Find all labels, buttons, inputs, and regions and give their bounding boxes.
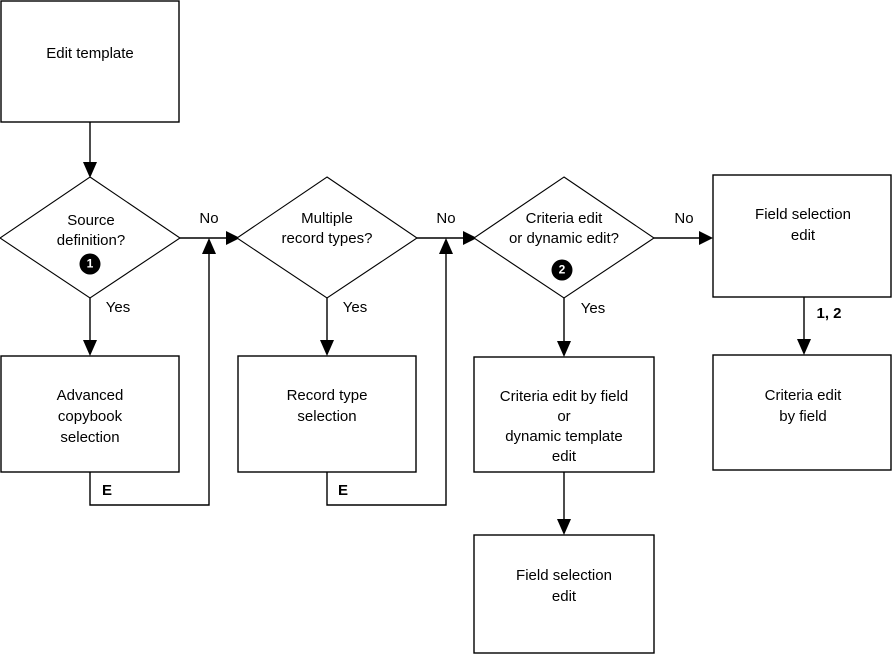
edge-label-no-3: No (674, 210, 693, 227)
marker-circle-2 (551, 259, 573, 281)
edge-label-yes-2: Yes (343, 299, 367, 316)
node-advanced-copybook-selection[interactable]: Advanced copybook selection (0, 355, 180, 473)
edge-criteria-yes-to-criteria-dynamic-box (557, 298, 571, 357)
edge-source-yes-to-advanced-copybook (83, 298, 97, 356)
node-source-definition-decision[interactable]: Source definition? 1 (0, 176, 181, 299)
node-advanced-copybook-label-line1: Advanced (57, 387, 124, 404)
edge-label-no-1: No (199, 210, 218, 227)
edge-criteria-no-to-field-selection-right (654, 231, 713, 245)
node-source-definition-label-line2: definition? (57, 232, 125, 249)
node-criteria-by-field-label-line1: Criteria edit (765, 387, 843, 404)
marker-number-1: 1 (87, 257, 94, 271)
edge-label-yes-1: Yes (106, 299, 130, 316)
node-criteria-dynamic-label-line2: or (557, 408, 570, 425)
edge-field-selection-to-criteria-edit-right (797, 297, 811, 355)
node-field-selection-bottom-label-line2: edit (552, 588, 577, 605)
edge-record-type-return-e (326, 238, 453, 506)
node-criteria-dynamic-label-line4: edit (552, 448, 577, 465)
node-criteria-dynamic-label-line3: dynamic template (505, 428, 623, 445)
node-record-type-selection[interactable]: Record type selection (237, 355, 417, 473)
node-criteria-or-dynamic-decision[interactable]: Criteria edit or dynamic edit? 2 (473, 176, 655, 299)
node-criteria-by-field-label-line2: by field (779, 408, 827, 425)
node-criteria-or-dynamic-label-line1: Criteria edit (526, 210, 604, 227)
node-multiple-record-types-label-line2: record types? (282, 230, 373, 247)
edge-label-yes-3: Yes (581, 300, 605, 317)
edge-source-no-to-multiple (180, 231, 240, 245)
node-criteria-dynamic-label-line1: Criteria edit by field (500, 388, 628, 405)
node-multiple-record-types-label-line1: Multiple (301, 210, 353, 227)
edge-label-return-e-2: E (338, 482, 348, 499)
edge-label-no-2: No (436, 210, 455, 227)
node-advanced-copybook-label-line2: copybook (58, 408, 123, 425)
node-edit-template-label: Edit template (46, 45, 134, 62)
node-source-definition-label-line1: Source (67, 212, 115, 229)
node-field-selection-edit-bottom[interactable]: Field selection edit (473, 534, 655, 654)
node-field-selection-right-label-line1: Field selection (755, 206, 851, 223)
edge-label-return-e-1: E (102, 482, 112, 499)
node-field-selection-edit-right[interactable]: Field selection edit (712, 174, 892, 298)
node-advanced-copybook-label-line3: selection (60, 429, 119, 446)
node-criteria-edit-by-field-right[interactable]: Criteria edit by field (712, 354, 892, 471)
node-record-type-label-line2: selection (297, 408, 356, 425)
node-criteria-edit-dynamic-template[interactable]: Criteria edit by field or dynamic templa… (473, 356, 655, 473)
node-criteria-or-dynamic-label-line2: or dynamic edit? (509, 230, 619, 247)
node-record-type-label-line1: Record type (287, 387, 368, 404)
marker-circle-1 (79, 253, 101, 275)
edge-edit-template-to-source-definition (83, 122, 97, 178)
edge-criteria-dynamic-to-field-selection-bottom (557, 472, 571, 535)
edge-advanced-copybook-return-e (89, 238, 216, 506)
edge-multiple-yes-to-record-type (320, 298, 334, 356)
edge-label-one-two: 1, 2 (816, 305, 841, 322)
edge-multiple-no-to-criteria (417, 231, 477, 245)
marker-number-2: 2 (559, 263, 566, 277)
node-field-selection-bottom-label-line1: Field selection (516, 567, 612, 584)
node-multiple-record-types-decision[interactable]: Multiple record types? (236, 176, 418, 299)
node-edit-template[interactable]: Edit template (0, 0, 180, 123)
node-field-selection-right-label-line2: edit (791, 227, 816, 244)
